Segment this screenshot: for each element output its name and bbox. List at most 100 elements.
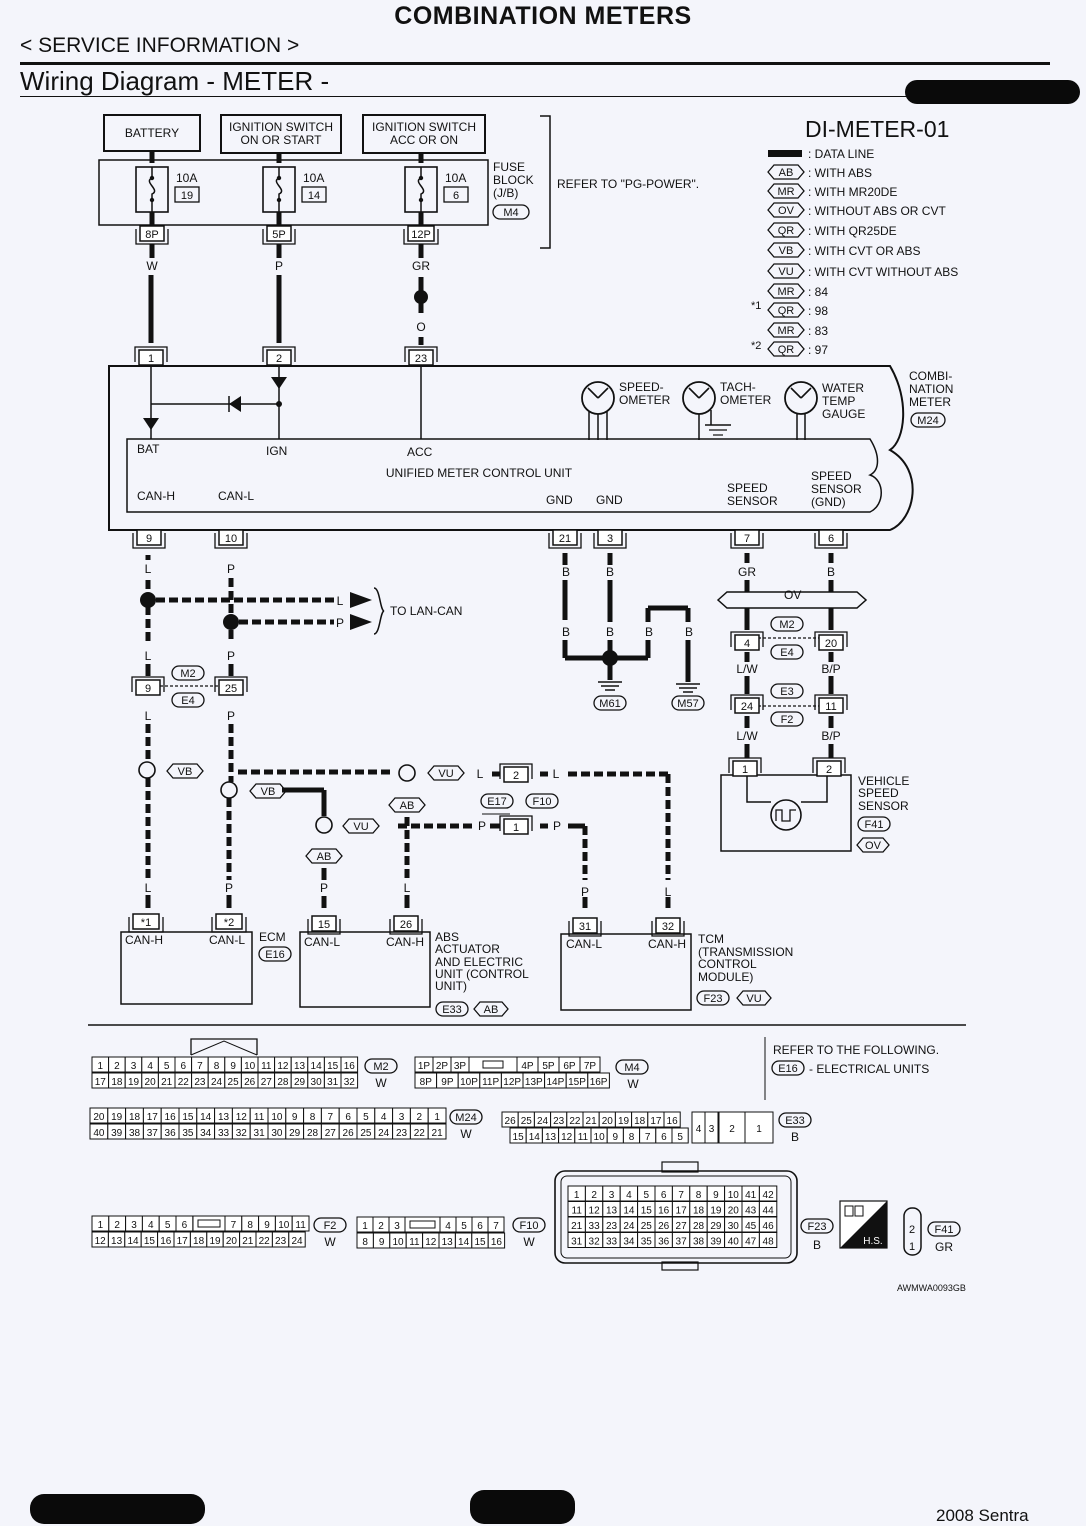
connector-color: W [324,1235,336,1249]
terminal-pin: 26 [400,919,412,931]
terminal-box [552,529,578,546]
wire-color: L/W [736,729,758,743]
option-tag [767,263,805,279]
vss-option-code: OV [865,840,882,852]
pin-number: 2 [378,1221,384,1232]
pin-number: 32 [344,1077,356,1088]
wire-color: W [146,259,158,273]
connector-tag [770,683,804,699]
f41-connector [903,1207,922,1256]
bat-label: BAT [137,442,160,456]
speed-sensor-gnd-label: (GND) [811,495,846,509]
fuse-block-label: FUSE [493,160,525,174]
pin-number: 7 [197,1061,203,1072]
terminal-bracket [814,694,848,710]
legend-text: : WITH ABS [808,166,872,180]
speedometer-gauge [581,381,615,440]
wire-color: O [416,320,425,334]
connector-tag [593,695,627,711]
option-tag [342,818,380,834]
pin-number: 26 [244,1077,256,1088]
pin-number: 34 [200,1128,212,1139]
fuse-connector-id: M4 [503,207,518,219]
fuse-dot [276,175,282,181]
connector-m4-id: M4 [624,1062,639,1074]
pin-number: 25 [641,1221,653,1232]
connector-tag [525,793,559,809]
fuse-dot [276,197,282,203]
wire-color: L [145,649,152,663]
connector-cell [487,1232,506,1249]
pin-number: 4 [148,1220,154,1231]
speedometer-label: OMETER [619,393,671,407]
connector-tag [449,1109,483,1125]
pin-number: 14 [311,1061,323,1072]
pin-number: 20 [226,1236,238,1247]
terminal-box [393,915,419,932]
pin-number: 10 [594,1132,606,1143]
pin-number: 24 [537,1116,549,1127]
pin-number: 14 [529,1132,541,1143]
terminal-box [218,679,244,696]
pin-number: 24 [378,1128,390,1139]
pin-number: 18 [693,1206,705,1217]
ignition-acc-label: IGNITION SWITCH [372,120,476,134]
wire-color: P [478,819,486,833]
legend-text: : WITH QR25DE [808,224,897,238]
option-tag [767,242,805,258]
pin-number: 21 [161,1077,173,1088]
pin-number: 12 [589,1206,601,1217]
pin-number: 3 [709,1124,715,1135]
pin-number: 25 [360,1128,372,1139]
pin-number: 11 [261,1061,272,1072]
speed-sensor-label: SPEED [727,481,768,495]
wire-color: GR [412,259,430,273]
option-tag [767,322,805,338]
pin-number: 29 [710,1221,722,1232]
connector-cell [671,1127,689,1144]
legend-code-6: VU [778,266,793,278]
pin-number: 5 [461,1221,467,1232]
terminal-box [818,697,844,714]
terminal-box [132,913,160,930]
pin-number: 8 [247,1220,253,1231]
pin-number: 18 [111,1077,123,1088]
option-tag [767,164,805,180]
pin-number: 37 [147,1128,159,1139]
pin-number: 10 [728,1190,740,1201]
pin-number: 30 [728,1221,740,1232]
wire-color: P [225,881,233,895]
pin-number: 34 [623,1237,635,1248]
connector-cell [340,1072,359,1089]
pin-number: 17 [147,1112,159,1123]
option-tag [249,783,287,799]
pin-number: 4 [445,1221,451,1232]
vss-connector-id: F41 [865,819,884,831]
tachometer-gauge [682,381,731,440]
pin-number: 37 [676,1237,688,1248]
pin-number: 26 [658,1221,670,1232]
abs-box [299,931,431,1008]
terminal-bracket [814,533,848,549]
option-vu: VU [353,821,368,833]
option-tag [767,202,805,218]
pin-number: 30 [271,1128,283,1139]
pin-number: 2P [436,1061,449,1072]
pin-number: 22 [569,1116,581,1127]
pin-number: 12 [277,1061,289,1072]
wire-color: P [320,881,328,895]
pin-number: 8P [420,1077,433,1088]
terminal-bracket [389,919,423,935]
pin-number: 26 [505,1116,517,1127]
pin-number: 13 [111,1236,123,1247]
ignition-start-label: IGNITION SWITCH [229,120,333,134]
terminal-bracket [730,631,764,647]
terminal-pin: 12P [411,229,431,241]
pin-number: 47 [745,1237,757,1248]
fuse-dot [418,197,424,203]
pin-number: 30 [311,1077,323,1088]
legend-code-1: AB [779,167,794,179]
connector-tag [770,644,804,660]
legend-mark: *1 [751,300,761,312]
